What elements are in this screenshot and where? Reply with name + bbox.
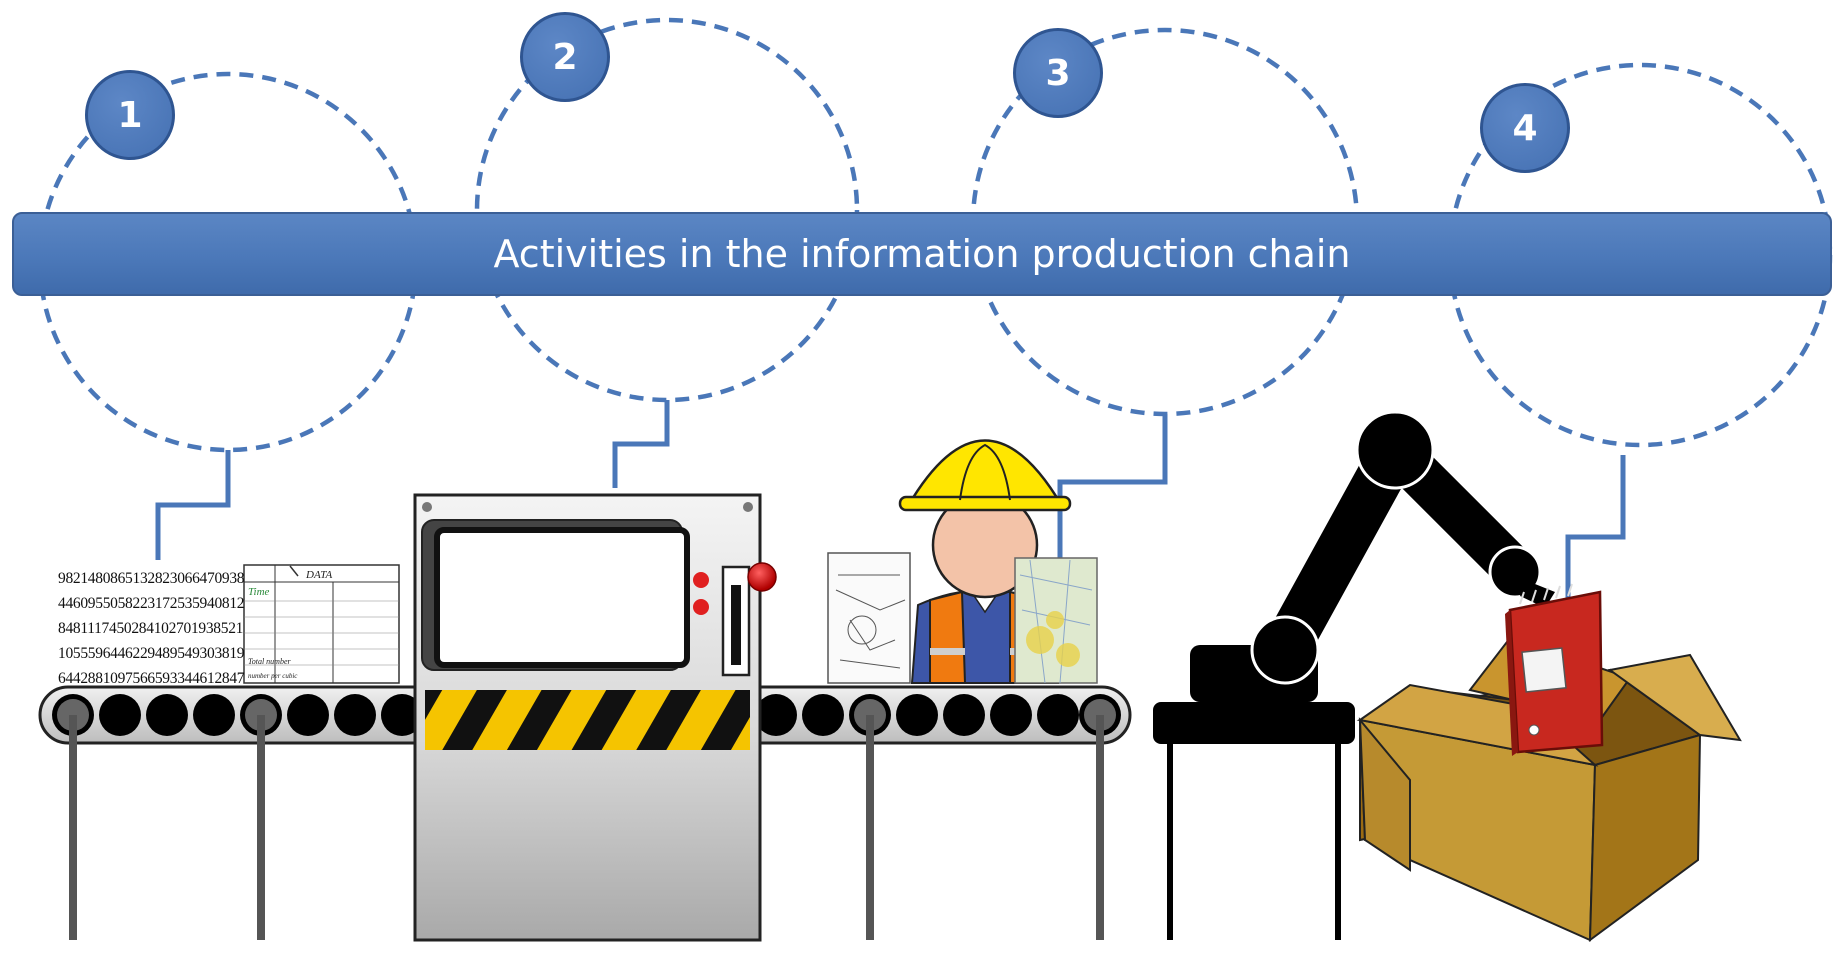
robot-arm	[1153, 410, 1555, 940]
step-number: 3	[1045, 52, 1071, 94]
aero-chart-sheet-1	[827, 552, 911, 684]
red-binder	[1505, 583, 1604, 756]
data-table-title: DATA	[305, 569, 333, 581]
step-badge-4: 4	[1480, 83, 1570, 173]
connectors	[155, 400, 1626, 600]
banner-title: Activities in the information production…	[493, 232, 1351, 276]
number-row: 98214808651328230664709​38	[58, 570, 245, 587]
connector-2	[612, 400, 670, 488]
number-row: 84811174502841027019385​21	[58, 620, 244, 637]
activity-circle-2	[474, 17, 860, 403]
step-number: 4	[1512, 107, 1538, 149]
step-badge-2: 2	[520, 12, 610, 102]
step-number: 1	[117, 94, 143, 136]
aero-chart-sheet-2	[1014, 557, 1098, 684]
connector-1	[155, 450, 231, 560]
conveyor-belt	[38, 685, 1132, 940]
number-row: 64428810975665933446128​47	[58, 670, 245, 687]
data-table-footer-1: Total number	[248, 657, 291, 666]
data-table-footer-2: number per cubic	[248, 672, 298, 680]
step-number: 2	[552, 36, 578, 78]
data-table-corner: Time	[248, 586, 270, 598]
step-badge-3: 3	[1013, 28, 1103, 118]
data-table-sheet: DATA Time Total number number per cubic	[243, 564, 400, 684]
title-banner: Activities in the information production…	[12, 212, 1832, 296]
machine-screen	[434, 527, 690, 668]
raw-number-sheet: 98214808651328230664709​38 4460955058223…	[58, 566, 245, 691]
connector-3	[1057, 414, 1168, 560]
connector-4	[1565, 455, 1626, 600]
number-row: 10555964462294895493038​19	[58, 645, 245, 662]
step-badge-1: 1	[85, 70, 175, 160]
number-row: 44609550582231725359408​12	[58, 595, 245, 612]
